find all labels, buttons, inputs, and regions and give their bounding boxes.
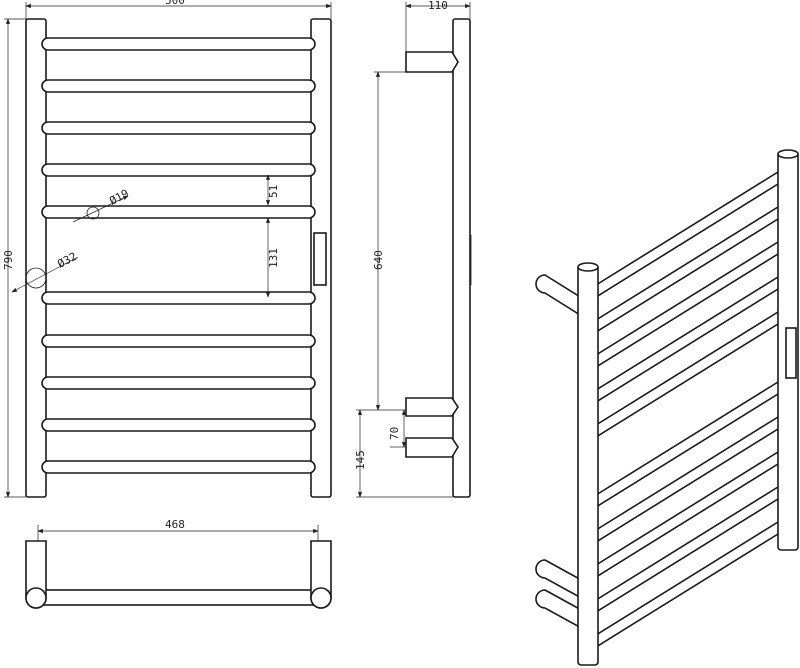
rail (41, 205, 316, 219)
iso-left-post (577, 264, 599, 666)
dim-width: 500 (165, 0, 185, 7)
side-view: 110 640 145 70 (354, 0, 472, 498)
bracket-bottom (405, 437, 459, 458)
bottom-view: 468 (25, 518, 332, 609)
rail (41, 79, 316, 93)
iso-control-box (785, 327, 797, 379)
bracket-top (405, 51, 459, 73)
dim-bottom-offset: 145 (354, 450, 367, 470)
rail (41, 376, 316, 390)
rail (41, 291, 316, 305)
iso-rail (587, 381, 785, 514)
heater-control-box (313, 232, 327, 286)
dim-rail-diameter: Ø19 (107, 187, 131, 208)
rail (41, 163, 316, 177)
rail (41, 121, 316, 135)
front-view: 500 790 51 131 Ø19 Ø32 (2, 0, 332, 498)
rail (41, 37, 316, 51)
dim-post-diameter: Ø32 (55, 250, 79, 271)
dim-depth: 110 (428, 0, 448, 12)
dim-height: 790 (2, 250, 15, 270)
iso-rail (587, 171, 785, 304)
dim-inner-width: 468 (165, 518, 185, 531)
isometric-view (535, 149, 799, 666)
bracket-middle (405, 397, 459, 417)
rail (41, 418, 316, 432)
rail (41, 334, 316, 348)
dim-rail-gap-small: 51 (267, 185, 280, 198)
rail (41, 460, 316, 474)
dim-bracket-span: 640 (372, 250, 385, 270)
side-post (452, 18, 471, 498)
dim-bracket-gap: 70 (388, 427, 401, 440)
dim-rail-gap-large: 131 (267, 248, 280, 268)
left-post (25, 18, 47, 498)
